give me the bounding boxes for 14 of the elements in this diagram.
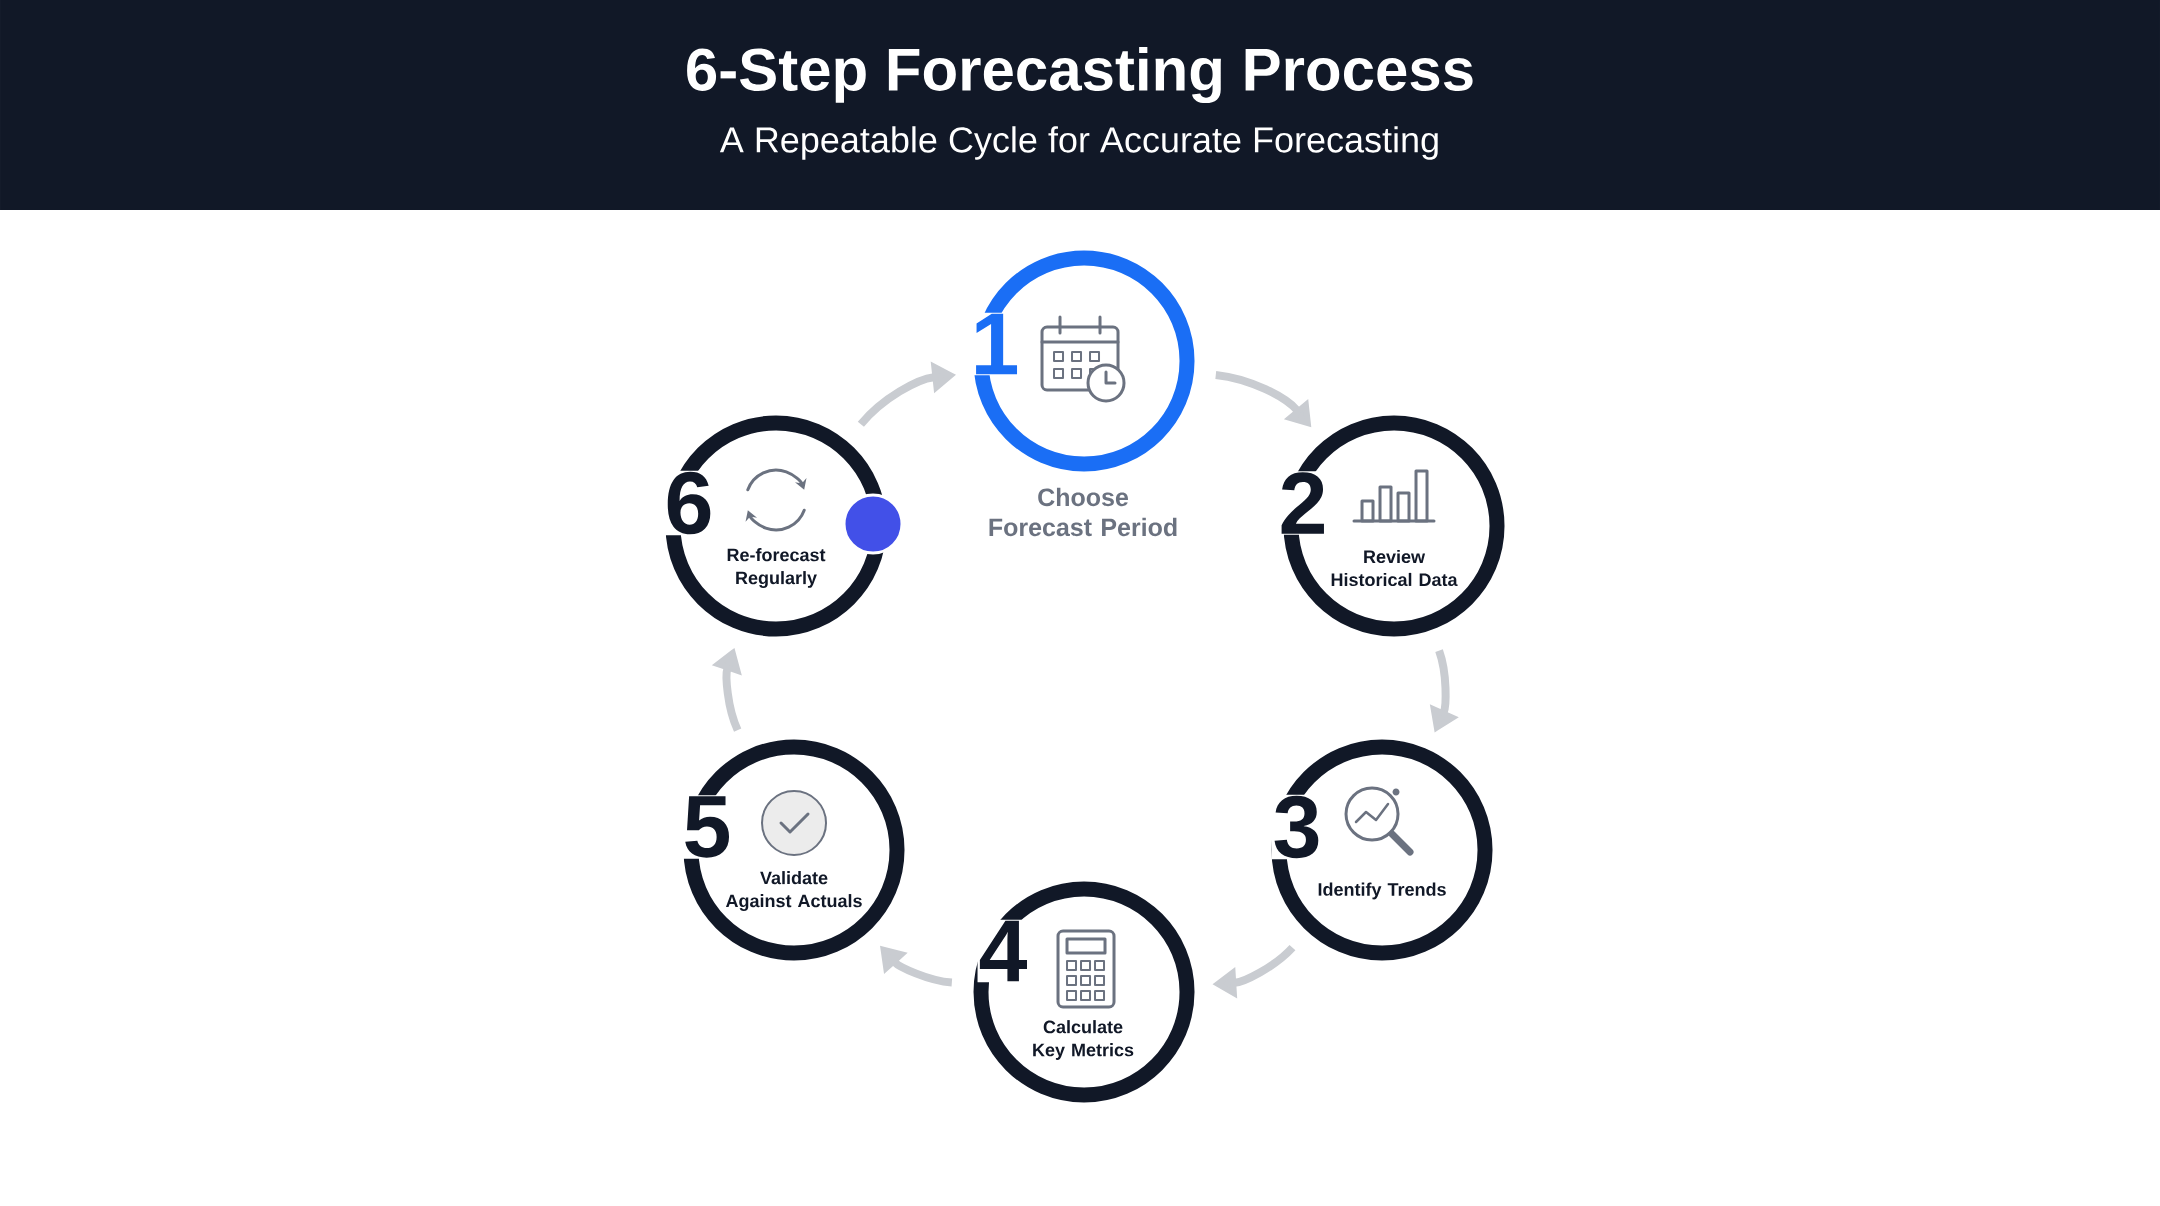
title: 6-Step Forecasting Process	[687, 46, 1473, 104]
step-number: 4	[977, 919, 1029, 983]
step-number: 6	[663, 470, 715, 536]
step-label: Re-forecast Regularly	[727, 548, 826, 588]
subtitle: A Repeatable Cycle for Accurate Forecasting	[719, 126, 1438, 160]
step-number: 3	[1271, 794, 1323, 860]
step-number: 2	[1277, 471, 1329, 535]
step-label: Choose Forecast Period	[989, 487, 1177, 537]
step-number: 5	[681, 795, 733, 859]
step-label: Calculate Key Metrics	[1033, 1020, 1134, 1060]
step-number: 1	[969, 312, 1021, 376]
step-label: Validate Against Actuals	[725, 871, 862, 911]
step-label: Review Historical Data	[1331, 549, 1458, 587]
step-label: Identify Trends	[1318, 882, 1446, 900]
